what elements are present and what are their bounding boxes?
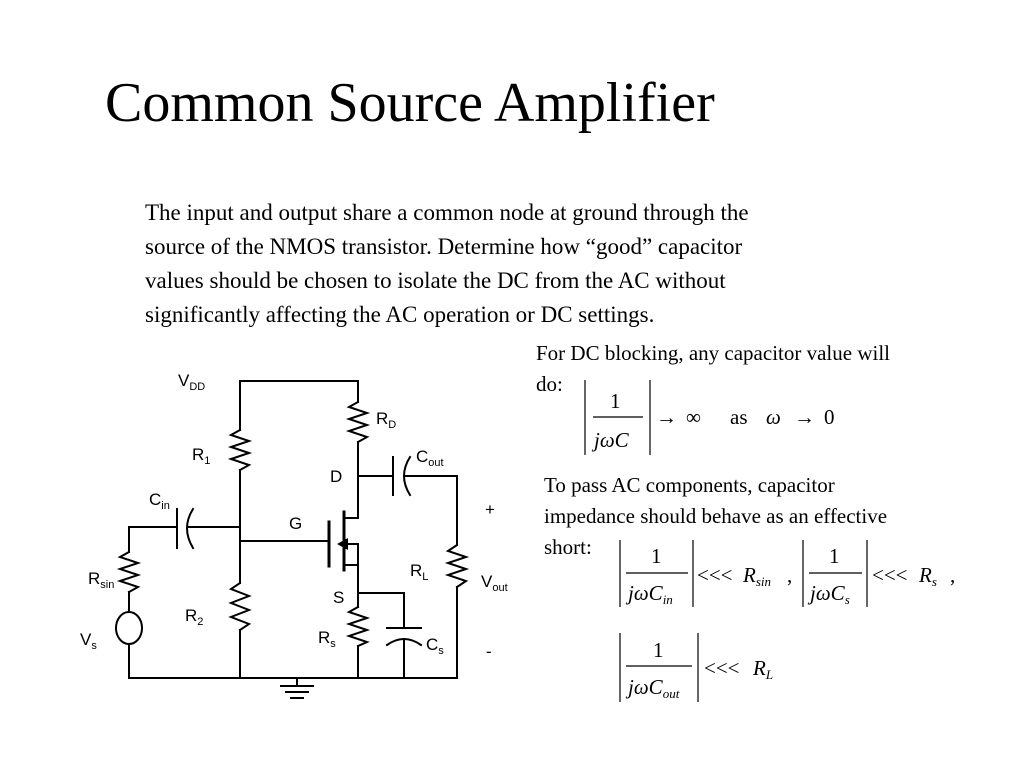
zero: 0: [824, 405, 835, 429]
as-word: as: [730, 405, 748, 429]
label-vs: Vs: [80, 630, 97, 652]
label-rl: RL: [410, 561, 428, 583]
label-d: D: [330, 467, 342, 486]
dc-note-line2: do:: [536, 372, 563, 396]
rs-resistor: [345, 605, 371, 648]
intro-line: values should be chosen to isolate the D…: [145, 268, 726, 293]
r-s: Rs: [918, 563, 937, 589]
numerator: 1: [829, 544, 840, 568]
denominator: jωCs: [807, 581, 850, 607]
label-rsin: Rsin: [88, 569, 114, 591]
denominator: jωCin: [625, 581, 673, 607]
equation-cs: 1 jωCs <<< Rs ,: [802, 540, 955, 607]
infinity: ∞: [686, 405, 701, 429]
label-rs: Rs: [318, 628, 336, 650]
equation-dc-blocking: 1 jωC → ∞ as ω → 0: [584, 380, 835, 455]
label-cout: Cout: [416, 447, 444, 469]
equation-cout: 1 jωCout <<< RL: [619, 633, 773, 702]
ac-note-line2: impedance should behave as an effective: [544, 504, 888, 528]
label-r2: R2: [185, 606, 203, 628]
dc-note-line1: For DC blocking, any capacitor value wil…: [536, 341, 890, 365]
arrow: →: [656, 405, 677, 429]
label-vout: Vout: [481, 572, 508, 594]
label-s: S: [333, 588, 344, 607]
equation-cin: 1 jωCin <<< Rsin ,: [619, 540, 792, 607]
label-cin: Cin: [149, 490, 170, 512]
label-cs: Cs: [426, 635, 444, 657]
rsin-resistor: [116, 550, 142, 594]
denominator: jωC: [591, 428, 630, 452]
intro-paragraph: The input and output share a common node…: [145, 196, 915, 332]
label-vdd: VDD: [178, 371, 205, 393]
intro-line: The input and output share a common node…: [145, 200, 749, 225]
comma: ,: [950, 563, 955, 587]
label-plus: +: [485, 500, 495, 519]
label-r1: R1: [192, 445, 210, 467]
much-less: <<<: [697, 563, 733, 587]
r2-resistor: [228, 581, 252, 632]
numerator: 1: [610, 389, 621, 413]
label-g: G: [289, 514, 302, 533]
denominator: jωCout: [625, 675, 680, 701]
cin-plate-curved: [186, 507, 195, 550]
intro-line: significantly affecting the AC operation…: [145, 302, 655, 327]
ac-note-line3: short:: [544, 535, 592, 559]
arrow: →: [794, 405, 815, 429]
r-l: RL: [752, 656, 773, 682]
r1-resistor: [227, 428, 253, 472]
r-sin: Rsin: [742, 563, 771, 589]
ac-note-line1: To pass AC components, capacitor: [544, 473, 835, 497]
much-less: <<<: [872, 563, 908, 587]
slide-title: Common Source Amplifier: [105, 72, 715, 134]
numerator: 1: [653, 638, 664, 662]
numerator: 1: [651, 544, 662, 568]
rd-resistor: [345, 400, 371, 444]
nmos-arrow: [337, 538, 348, 550]
label-rd: RD: [376, 409, 396, 431]
omega: ω: [766, 405, 781, 429]
rl-resistor: [444, 543, 470, 589]
much-less: <<<: [704, 656, 740, 680]
label-minus: -: [486, 642, 492, 661]
intro-line: source of the NMOS transistor. Determine…: [145, 234, 743, 259]
comma: ,: [787, 563, 792, 587]
